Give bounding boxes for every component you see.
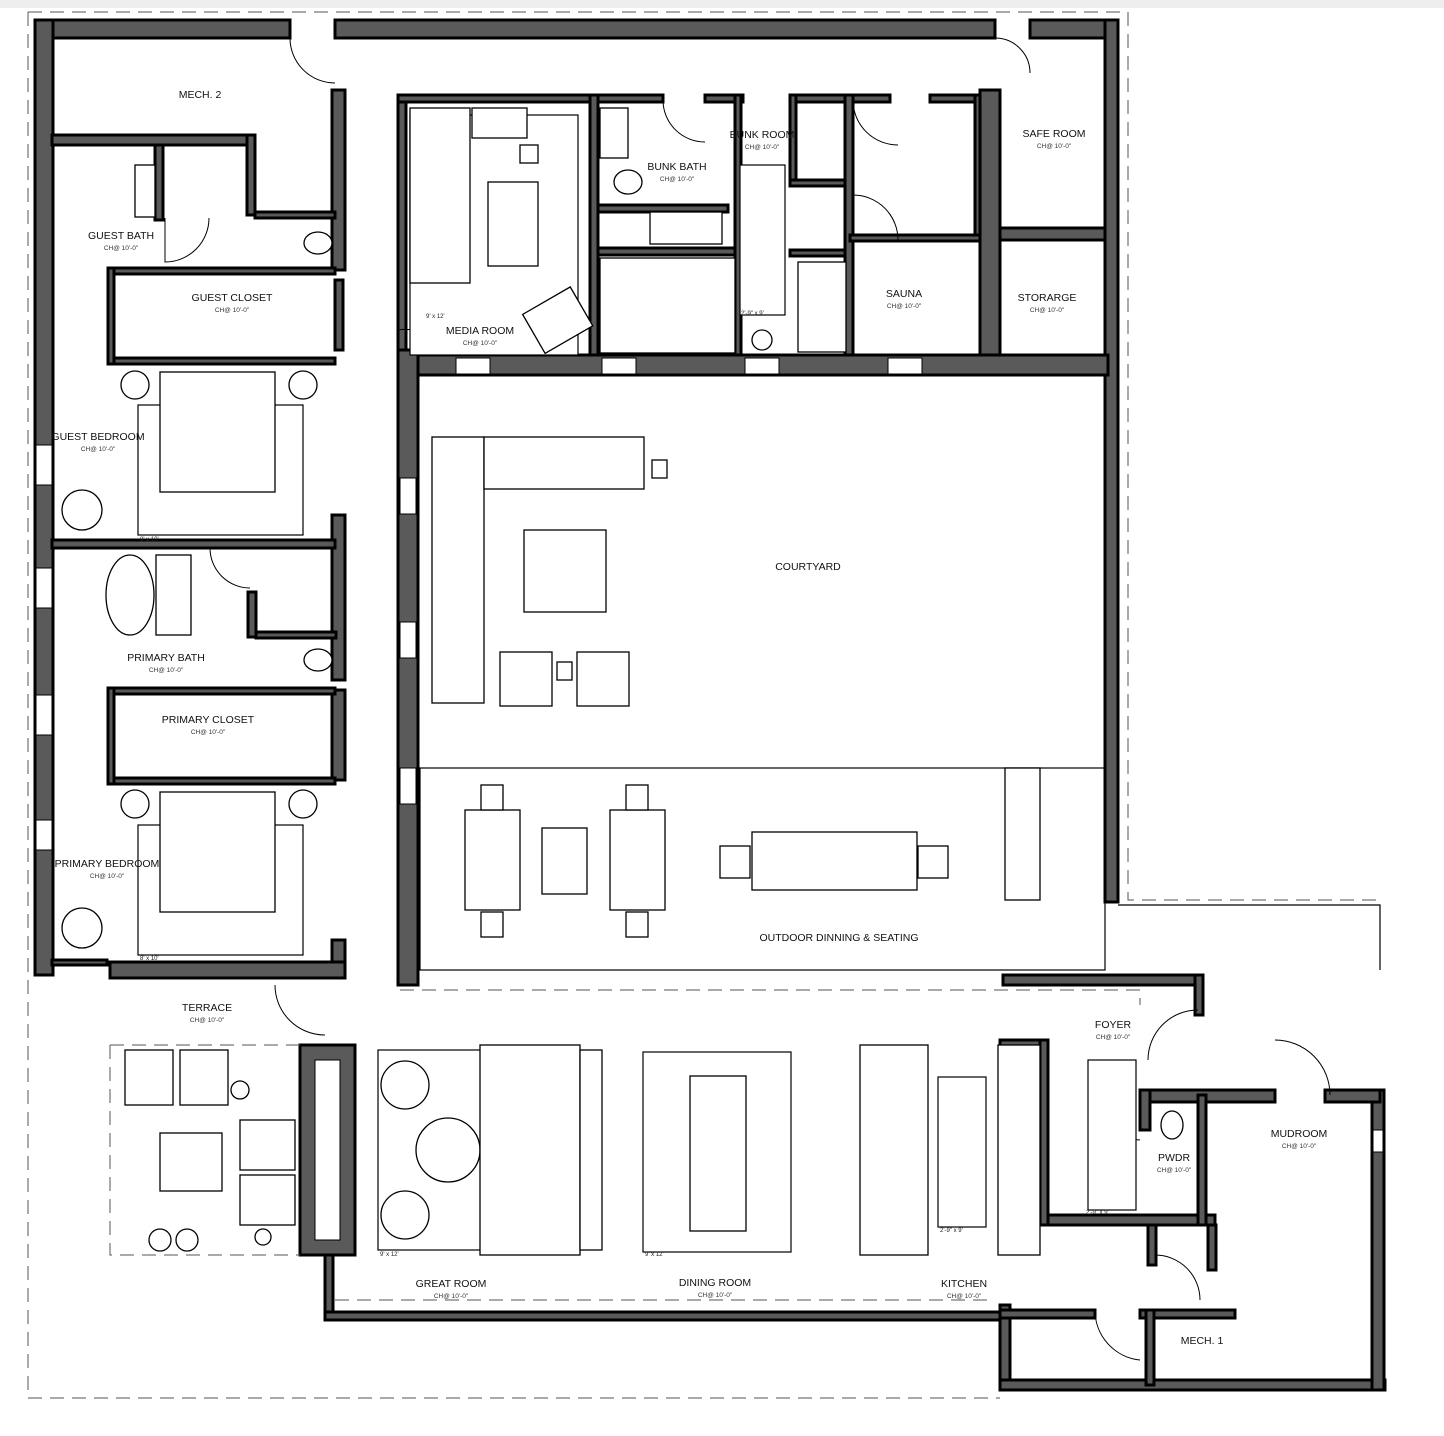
room-labels: MECH. 2 GUEST BATH CH@ 10'-0" GUEST CLOS… — [51, 89, 1327, 1347]
room-label-bunk-bath: BUNK BATH — [647, 161, 706, 173]
overhang-line — [109, 989, 1141, 1301]
bathtub — [105, 554, 155, 636]
ceiling-height: CH@ 10'-0" — [190, 1017, 225, 1024]
ceiling-height: CH@ 10'-0" — [90, 873, 125, 880]
room-label-guest-closet: GUEST CLOSET — [192, 292, 273, 304]
ceiling-height: CH@ 10'-0" — [434, 1293, 469, 1300]
top-bar — [0, 0, 1444, 8]
ceiling-height: CH@ 10'-0" — [1282, 1143, 1317, 1150]
dining-table — [689, 1075, 747, 1232]
courtyard-ledge — [1118, 904, 1381, 970]
media-table — [487, 181, 539, 267]
ceiling-height: CH@ 10'-0" — [745, 144, 780, 151]
doors — [164, 37, 1331, 1361]
rug-labels: 9' x 12' 8' x 10' 8' x 10' 2'-9" x 9' 9'… — [140, 311, 1109, 1258]
ceiling-height: CH@ 10'-0" — [81, 446, 116, 453]
sofa — [479, 1044, 581, 1256]
guest-bed — [159, 371, 276, 493]
room-label-outdoor: OUTDOOR DINNING & SEATING — [759, 932, 918, 944]
ceiling-height: CH@ 10'-0" — [104, 245, 139, 252]
ceiling-height: CH@ 10'-0" — [1096, 1034, 1131, 1041]
room-label-dining-room: DINING ROOM — [679, 1277, 751, 1289]
room-label-storage: STORARGE — [1018, 292, 1077, 304]
ceiling-height: CH@ 10'-0" — [887, 303, 922, 310]
room-label-safe-room: SAFE ROOM — [1022, 128, 1085, 140]
ceiling-height: CH@ 10'-0" — [947, 1293, 982, 1300]
bunk-beds — [599, 257, 736, 354]
toilet — [613, 169, 643, 195]
rug-size: 9' x 12' — [380, 1252, 399, 1258]
coffee-table — [415, 1117, 481, 1183]
room-label-guest-bath: GUEST BATH — [88, 230, 154, 242]
ceiling-height: CH@ 10'-0" — [1037, 143, 1072, 150]
ceiling-height: CH@ 10'-0" — [1157, 1167, 1192, 1174]
sink — [599, 107, 629, 159]
rug-size: 2'-9" x 9' — [1086, 1210, 1109, 1216]
room-label-mech1: MECH. 1 — [1181, 1335, 1224, 1347]
outdoor-table — [523, 529, 607, 613]
room-label-primary-bath: PRIMARY BATH — [127, 652, 205, 664]
media-sofa — [409, 107, 471, 284]
rug-size: 8' x 10' — [140, 537, 159, 543]
ceiling-height: CH@ 10'-0" — [1030, 307, 1065, 314]
ceiling-height: CH@ 10'-0" — [215, 307, 250, 314]
ceiling-height: CH@ 10'-0" — [191, 729, 226, 736]
rug-size: 9' x 12' — [645, 1252, 664, 1258]
room-label-mudroom: MUDROOM — [1271, 1128, 1328, 1140]
room-label-pwdr: PWDR — [1158, 1152, 1190, 1164]
rug-size: 9' x 12' — [426, 314, 445, 320]
ceiling-height: CH@ 10'-0" — [463, 340, 498, 347]
primary-bed — [159, 791, 276, 913]
rug-size: 8' x 10' — [140, 956, 159, 962]
rug-size: 2'-9" x 9' — [741, 311, 764, 317]
furniture — [61, 107, 1184, 1256]
ceiling-height: CH@ 10'-0" — [698, 1292, 733, 1299]
room-label-foyer: FOYER — [1095, 1019, 1132, 1031]
room-label-great-room: GREAT ROOM — [416, 1278, 487, 1290]
outdoor-dining-table — [751, 831, 918, 891]
room-label-primary-bedroom: PRIMARY BEDROOM — [55, 858, 160, 870]
room-label-courtyard: COURTYARD — [775, 561, 841, 573]
room-label-kitchen: KITCHEN — [941, 1278, 987, 1290]
kitchen-island — [859, 1044, 929, 1256]
room-label-media-room: MEDIA ROOM — [446, 325, 514, 337]
walls — [33, 18, 1387, 1392]
outdoor-sofa — [431, 436, 485, 704]
room-label-terrace: TERRACE — [182, 1002, 232, 1014]
room-label-bunk-room: BUNK ROOM — [730, 129, 795, 141]
rug-size: 2'-9" x 9' — [940, 1228, 963, 1234]
room-label-mech2: MECH. 2 — [179, 89, 222, 101]
windows — [35, 357, 1384, 1153]
ceiling-height: CH@ 10'-0" — [149, 667, 184, 674]
bathtub — [649, 211, 723, 245]
room-label-guest-bedroom: GUEST BEDROOM — [51, 431, 144, 443]
room-label-sauna: SAUNA — [886, 288, 922, 300]
room-label-primary-closet: PRIMARY CLOSET — [162, 714, 255, 726]
ceiling-height: CH@ 10'-0" — [660, 176, 695, 183]
property-line — [27, 11, 1380, 1399]
